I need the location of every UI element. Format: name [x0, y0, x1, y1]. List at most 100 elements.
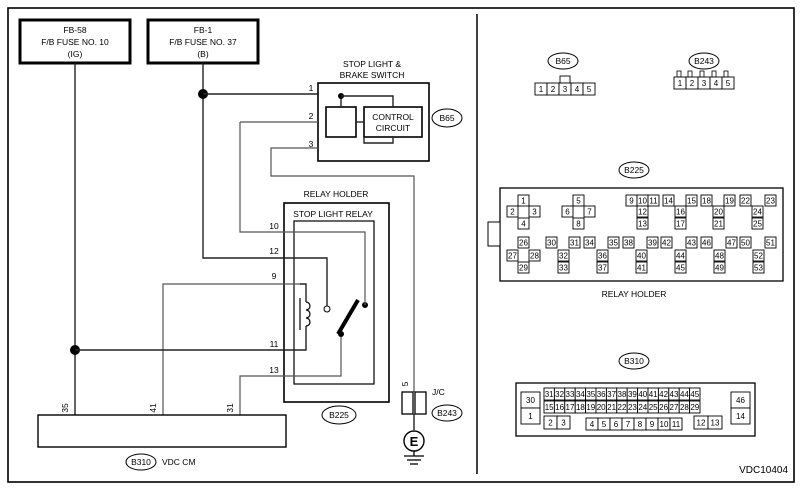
b225-pin-43: 43	[685, 236, 698, 249]
svg-text:4: 4	[575, 85, 580, 94]
b225-pin-25: 25	[751, 217, 764, 230]
svg-text:27: 27	[670, 403, 679, 412]
svg-text:34: 34	[576, 390, 585, 399]
b243-pin-4: 4	[709, 76, 723, 90]
vdc-pin-35: 35	[60, 403, 70, 413]
b225-badge	[321, 405, 357, 425]
svg-text:23: 23	[628, 403, 637, 412]
b225-pin-8: 8	[572, 217, 585, 230]
b310-pin-1: 1	[520, 407, 541, 425]
b225-pin-37: 37	[596, 261, 609, 274]
b225-pin-5: 5	[572, 194, 585, 207]
svg-text:(B): (B)	[197, 49, 209, 59]
b310-pin-31: 31	[543, 387, 555, 401]
b310-pin-20: 20	[595, 400, 607, 414]
control-label-1: CONTROL	[372, 112, 414, 122]
svg-text:39: 39	[628, 390, 637, 399]
svg-text:29: 29	[519, 264, 528, 273]
b243-badge	[431, 404, 463, 422]
wire-10	[239, 122, 366, 305]
b225-pin-15: 15	[685, 194, 698, 207]
svg-text:45: 45	[676, 264, 685, 273]
b310-pin-14: 14	[730, 407, 751, 425]
svg-text:5: 5	[587, 85, 592, 94]
switch-title-1: STOP LIGHT &	[343, 59, 401, 69]
b310-pin-34: 34	[574, 387, 587, 401]
b310-pin-13: 13	[707, 415, 723, 430]
diagram-code: VDC10404	[739, 465, 788, 476]
svg-text:8: 8	[576, 220, 581, 229]
b225-pin-49: 49	[713, 261, 726, 274]
b225-pin-44: 44	[674, 249, 687, 262]
relay-contact	[323, 298, 368, 337]
b225-pin-14: 14	[662, 194, 675, 207]
relay-pin-12: 12	[269, 246, 279, 256]
stop-light-relay-box	[293, 220, 375, 385]
svg-text:9: 9	[629, 197, 634, 206]
svg-text:1: 1	[539, 85, 544, 94]
b225-pin-38: 38	[622, 236, 635, 249]
svg-text:42: 42	[659, 390, 668, 399]
b225-pin-24: 24	[751, 205, 764, 218]
b310-pin-29: 29	[689, 400, 701, 414]
b310-pin-11: 11	[669, 417, 683, 431]
svg-text:9: 9	[650, 420, 655, 429]
b225-pin-45: 45	[674, 261, 687, 274]
svg-text:1: 1	[521, 197, 526, 206]
svg-text:6: 6	[565, 208, 570, 217]
svg-text:51: 51	[766, 239, 775, 248]
svg-text:10: 10	[660, 420, 669, 429]
svg-text:8: 8	[638, 420, 643, 429]
svg-text:11: 11	[649, 197, 658, 206]
b310-pin-25: 25	[647, 400, 659, 414]
svg-text:35: 35	[609, 239, 618, 248]
svg-text:32: 32	[559, 252, 568, 261]
svg-text:11: 11	[672, 420, 681, 429]
svg-text:7: 7	[587, 208, 592, 217]
svg-text:B243: B243	[694, 56, 714, 66]
b310-pin-10: 10	[657, 417, 671, 431]
b225-pin-41: 41	[635, 261, 648, 274]
svg-text:18: 18	[702, 197, 711, 206]
b310-pin-40: 40	[637, 387, 649, 401]
svg-text:14: 14	[664, 197, 673, 206]
vdc-label: VDC CM	[162, 457, 196, 467]
b310-pin-42: 42	[657, 387, 670, 401]
b225-pin-48: 48	[713, 249, 726, 262]
svg-text:33: 33	[566, 390, 575, 399]
svg-text:42: 42	[662, 239, 671, 248]
b310-pin-24: 24	[637, 400, 649, 414]
b65-pin-1: 1	[534, 82, 548, 96]
svg-text:FB-1: FB-1	[194, 25, 213, 35]
relay-pin-10: 10	[269, 221, 279, 231]
svg-text:32: 32	[555, 390, 564, 399]
b310-pin-41: 41	[647, 387, 659, 401]
svg-text:21: 21	[607, 403, 616, 412]
svg-text:20: 20	[597, 403, 606, 412]
b310-pin-7: 7	[621, 417, 635, 431]
wire-3	[270, 147, 415, 392]
svg-text:41: 41	[649, 390, 658, 399]
b225-pin-11: 11	[647, 194, 660, 207]
switch-box	[317, 82, 430, 162]
b243-pin-2: 2	[685, 76, 699, 90]
svg-text:4: 4	[590, 420, 595, 429]
svg-text:28: 28	[680, 403, 689, 412]
b310-pin-36: 36	[595, 387, 607, 401]
svg-text:35: 35	[586, 390, 595, 399]
b225-pin-50: 50	[739, 236, 752, 249]
b225-pin-6: 6	[561, 205, 574, 218]
svg-text:39: 39	[648, 239, 657, 248]
b225-pin-20: 20	[712, 205, 725, 218]
b225-pin-19: 19	[723, 194, 736, 207]
svg-text:1: 1	[528, 412, 533, 421]
svg-text:3: 3	[561, 419, 566, 428]
svg-text:12: 12	[697, 419, 706, 428]
b310-pin-32: 32	[553, 387, 566, 401]
relay-coil	[299, 283, 311, 340]
b225-pin-51: 51	[764, 236, 777, 249]
svg-text:3: 3	[532, 208, 537, 217]
relay-pin-9: 9	[272, 271, 277, 281]
b225-pin-2: 2	[506, 205, 519, 218]
b225-pin-35: 35	[607, 236, 620, 249]
